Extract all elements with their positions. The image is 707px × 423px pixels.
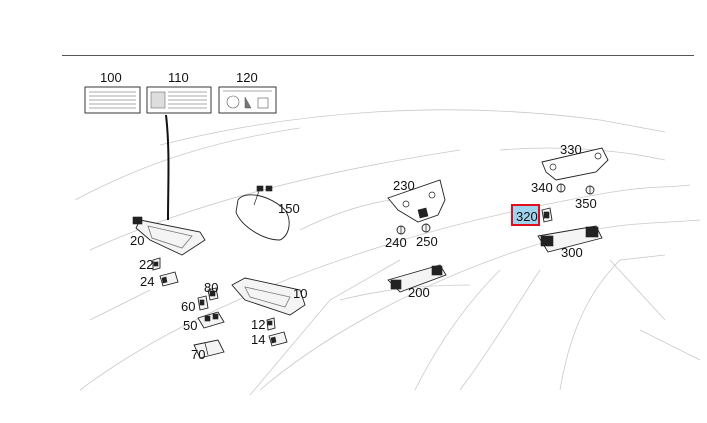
callout-labels: 100 110 120 20 22 24 150 80 60 50 70 10 … <box>100 70 597 362</box>
clip-320[interactable] <box>541 207 553 223</box>
bracket-80[interactable] <box>207 287 219 301</box>
cover-70[interactable] <box>193 339 225 359</box>
vanity-lamp-150[interactable] <box>235 185 290 241</box>
callout-100[interactable]: 100 <box>100 70 122 85</box>
callout-340[interactable]: 340 <box>531 180 553 195</box>
sun-visor-right[interactable] <box>231 277 306 316</box>
clip-24[interactable] <box>159 271 179 287</box>
clip-14[interactable] <box>268 331 288 347</box>
grab-handle-200[interactable] <box>387 264 447 293</box>
callout-250[interactable]: 250 <box>416 234 438 249</box>
selected-callout-highlight <box>511 204 540 226</box>
callout-14[interactable]: 14 <box>251 332 265 347</box>
screw-240[interactable] <box>396 225 406 235</box>
callout-330[interactable]: 330 <box>560 142 582 157</box>
bracket-60[interactable] <box>197 295 209 311</box>
callout-350[interactable]: 350 <box>575 196 597 211</box>
screw-250[interactable] <box>421 223 431 233</box>
screw-340[interactable] <box>556 183 566 193</box>
callout-70[interactable]: 70 <box>191 347 205 362</box>
clip-22[interactable] <box>152 257 161 271</box>
callout-240[interactable]: 240 <box>385 235 407 250</box>
callout-300[interactable]: 300 <box>561 245 583 260</box>
callout-120[interactable]: 120 <box>236 70 258 85</box>
screw-350[interactable] <box>585 185 595 195</box>
holder-50[interactable] <box>197 311 225 329</box>
grab-handle-300[interactable] <box>537 225 603 253</box>
vehicle-outline <box>74 109 701 396</box>
callout-12[interactable]: 12 <box>251 317 265 332</box>
callout-10[interactable]: 10 <box>293 286 307 301</box>
callout-110[interactable]: 110 <box>168 70 189 85</box>
callout-20[interactable]: 20 <box>130 233 144 248</box>
label-stickers <box>84 86 277 114</box>
bracket-330[interactable] <box>541 147 609 181</box>
callout-50[interactable]: 50 <box>183 318 197 333</box>
callout-22[interactable]: 22 <box>139 257 153 272</box>
callout-230[interactable]: 230 <box>393 178 415 193</box>
clip-12[interactable] <box>266 317 276 331</box>
top-divider <box>62 55 694 56</box>
callout-320[interactable]: 320 <box>516 209 538 224</box>
callout-60[interactable]: 60 <box>181 299 195 314</box>
callout-150[interactable]: 150 <box>278 201 300 216</box>
sticker-leader <box>165 114 170 221</box>
bracket-230[interactable] <box>387 179 446 223</box>
callout-24[interactable]: 24 <box>140 274 154 289</box>
sticker-120[interactable] <box>218 86 277 114</box>
callout-80[interactable]: 80 <box>204 280 218 295</box>
sun-visor-left[interactable] <box>132 216 206 256</box>
callout-200[interactable]: 200 <box>408 285 430 300</box>
